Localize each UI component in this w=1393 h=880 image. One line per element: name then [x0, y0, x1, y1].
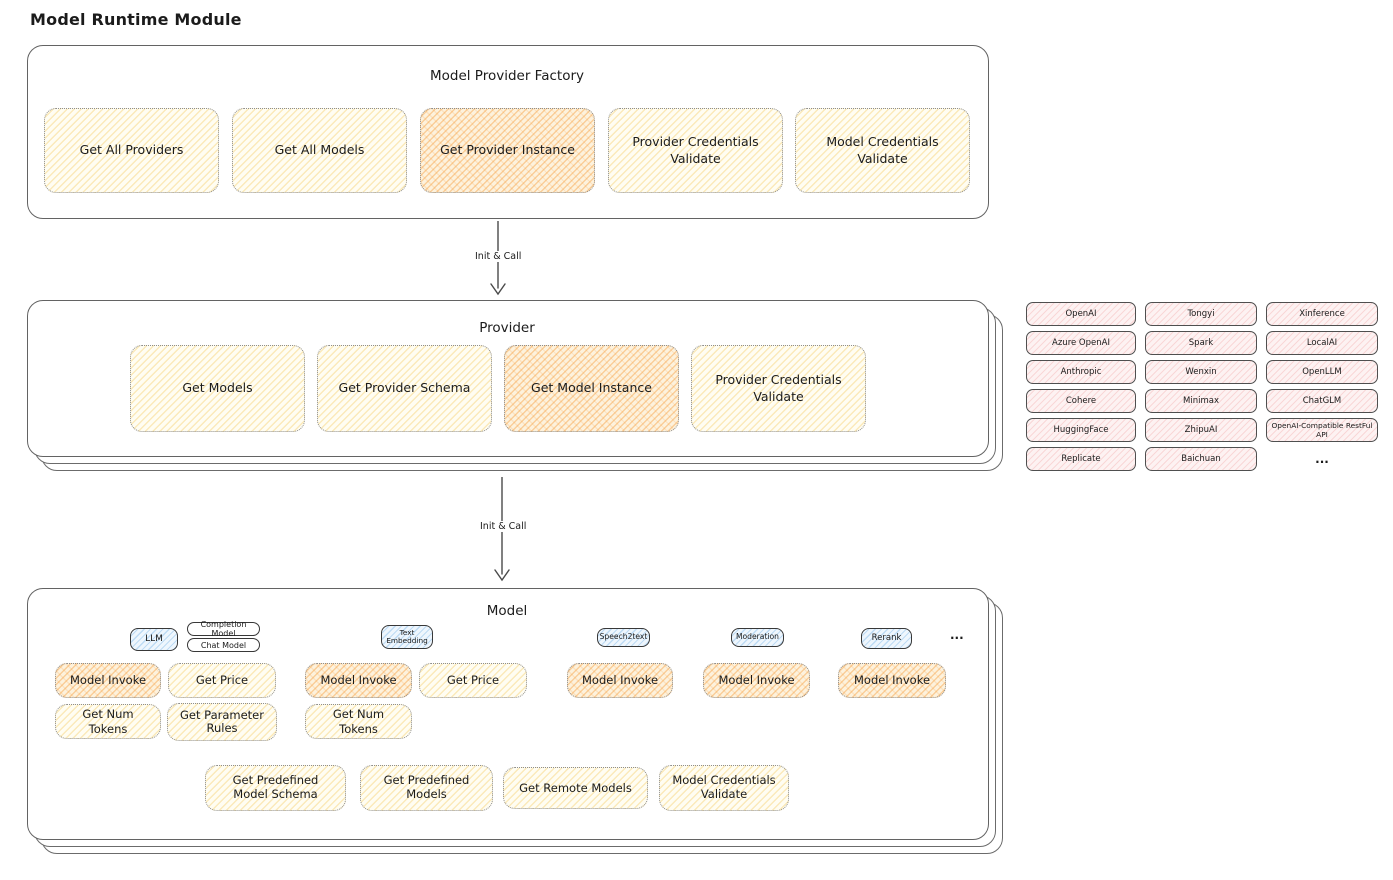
- model-text-embedding-get-price: Get Price: [419, 663, 527, 698]
- provider-chip-replicate: Replicate: [1026, 447, 1136, 471]
- factory-item-label: Get Provider Instance: [440, 142, 575, 158]
- provider-item-label: Get Model Instance: [531, 380, 652, 396]
- tag-llm: LLM: [130, 628, 178, 651]
- tag-more-ellipsis: ...: [950, 628, 964, 642]
- provider-chip-minimax: Minimax: [1145, 389, 1257, 413]
- provider-item-get-model-instance: Get Model Instance: [504, 345, 679, 432]
- factory-item-label: Model Credentials Validate: [826, 134, 939, 166]
- factory-item-label: Get All Models: [274, 142, 365, 158]
- model-llm-model-invoke: Model Invoke: [55, 663, 161, 698]
- page-title: Model Runtime Module: [30, 10, 242, 29]
- tag-text-embedding: Text Embedding: [381, 625, 433, 649]
- box-label: Get Num Tokens: [82, 706, 134, 736]
- model-text-embedding-model-invoke: Model Invoke: [305, 663, 412, 698]
- model-get-remote-models: Get Remote Models: [503, 767, 648, 809]
- box-label: Model Invoke: [853, 673, 931, 688]
- box-label: Get Price: [446, 673, 500, 688]
- init-call-label-1: Init & Call: [472, 251, 525, 262]
- providers-panel: OpenAI Tongyi Xinference Azure OpenAI Sp…: [1026, 302, 1378, 471]
- factory-item-label: Provider Credentials Validate: [632, 134, 759, 166]
- provider-chip-chatglm: ChatGLM: [1266, 389, 1378, 413]
- provider-chip-cohere: Cohere: [1026, 389, 1136, 413]
- provider-chip-zhipuai: ZhipuAI: [1145, 418, 1257, 442]
- provider-title: Provider: [479, 320, 535, 336]
- provider-chip-huggingface: HuggingFace: [1026, 418, 1136, 442]
- model-llm-get-parameter-rules: Get Parameter Rules: [167, 703, 277, 741]
- box-label: Get Price: [195, 673, 249, 688]
- factory-item-get-all-models: Get All Models: [232, 108, 407, 193]
- provider-chip-openllm: OpenLLM: [1266, 360, 1378, 384]
- box-label: Model Invoke: [320, 673, 397, 688]
- model-llm-get-price: Get Price: [168, 663, 276, 698]
- provider-chip-localai: LocalAI: [1266, 331, 1378, 355]
- box-label: Model Invoke: [718, 673, 795, 688]
- model-get-predefined-models: Get Predefined Models: [360, 765, 493, 811]
- tag-chat-model: Chat Model: [187, 638, 260, 652]
- model-model-credentials-validate: Model Credentials Validate: [659, 765, 789, 811]
- box-label: Model Invoke: [69, 673, 147, 688]
- tag-moderation: Moderation: [731, 628, 784, 647]
- model-speech2text-model-invoke: Model Invoke: [567, 663, 673, 698]
- factory-item-provider-credentials-validate: Provider Credentials Validate: [608, 108, 783, 193]
- factory-item-get-all-providers: Get All Providers: [44, 108, 219, 193]
- provider-chip-anthropic: Anthropic: [1026, 360, 1136, 384]
- init-call-label-2: Init & Call: [477, 521, 530, 532]
- model-rerank-model-invoke: Model Invoke: [838, 663, 946, 698]
- provider-chip-baichuan: Baichuan: [1145, 447, 1257, 471]
- model-moderation-model-invoke: Model Invoke: [703, 663, 810, 698]
- box-label: Get Remote Models: [519, 780, 632, 795]
- provider-chip-openai: OpenAI: [1026, 302, 1136, 326]
- provider-item-get-models: Get Models: [130, 345, 305, 432]
- model-title: Model: [486, 603, 528, 619]
- provider-item-label: Get Models: [182, 380, 253, 396]
- provider-chip-more-ellipsis: ...: [1315, 452, 1329, 466]
- model-get-predefined-model-schema: Get Predefined Model Schema: [205, 765, 346, 811]
- tag-speech2text: Speech2text: [597, 628, 650, 647]
- box-label: Model Credentials Validate: [672, 773, 776, 801]
- box-label: Get Parameter Rules: [180, 707, 264, 735]
- box-label: Get Predefined Model Schema: [232, 773, 319, 801]
- provider-chip-openai-compatible-restful-api: OpenAI-Compatible RestFul API: [1266, 418, 1378, 442]
- provider-chip-xinference: Xinference: [1266, 302, 1378, 326]
- box-label: Get Predefined Models: [383, 773, 470, 801]
- provider-item-label: Get Provider Schema: [338, 380, 471, 396]
- provider-chip-azure-openai: Azure OpenAI: [1026, 331, 1136, 355]
- box-label: Model Invoke: [581, 673, 659, 688]
- factory-title: Model Provider Factory: [429, 68, 584, 84]
- model-llm-get-num-tokens: Get Num Tokens: [55, 704, 161, 739]
- factory-item-get-provider-instance: Get Provider Instance: [420, 108, 595, 193]
- tag-rerank: Rerank: [861, 628, 912, 649]
- provider-chip-tongyi: Tongyi: [1145, 302, 1257, 326]
- box-label: Get Num Tokens: [332, 706, 385, 736]
- provider-item-get-provider-schema: Get Provider Schema: [317, 345, 492, 432]
- factory-item-model-credentials-validate: Model Credentials Validate: [795, 108, 970, 193]
- provider-item-provider-credentials-validate: Provider Credentials Validate: [691, 345, 866, 432]
- tag-completion-model: Completion Model: [187, 620, 260, 638]
- provider-item-label: Provider Credentials Validate: [715, 372, 842, 404]
- provider-chip-spark: Spark: [1145, 331, 1257, 355]
- provider-chip-wenxin: Wenxin: [1145, 360, 1257, 384]
- factory-item-label: Get All Providers: [79, 142, 184, 158]
- model-text-embedding-get-num-tokens: Get Num Tokens: [305, 704, 412, 739]
